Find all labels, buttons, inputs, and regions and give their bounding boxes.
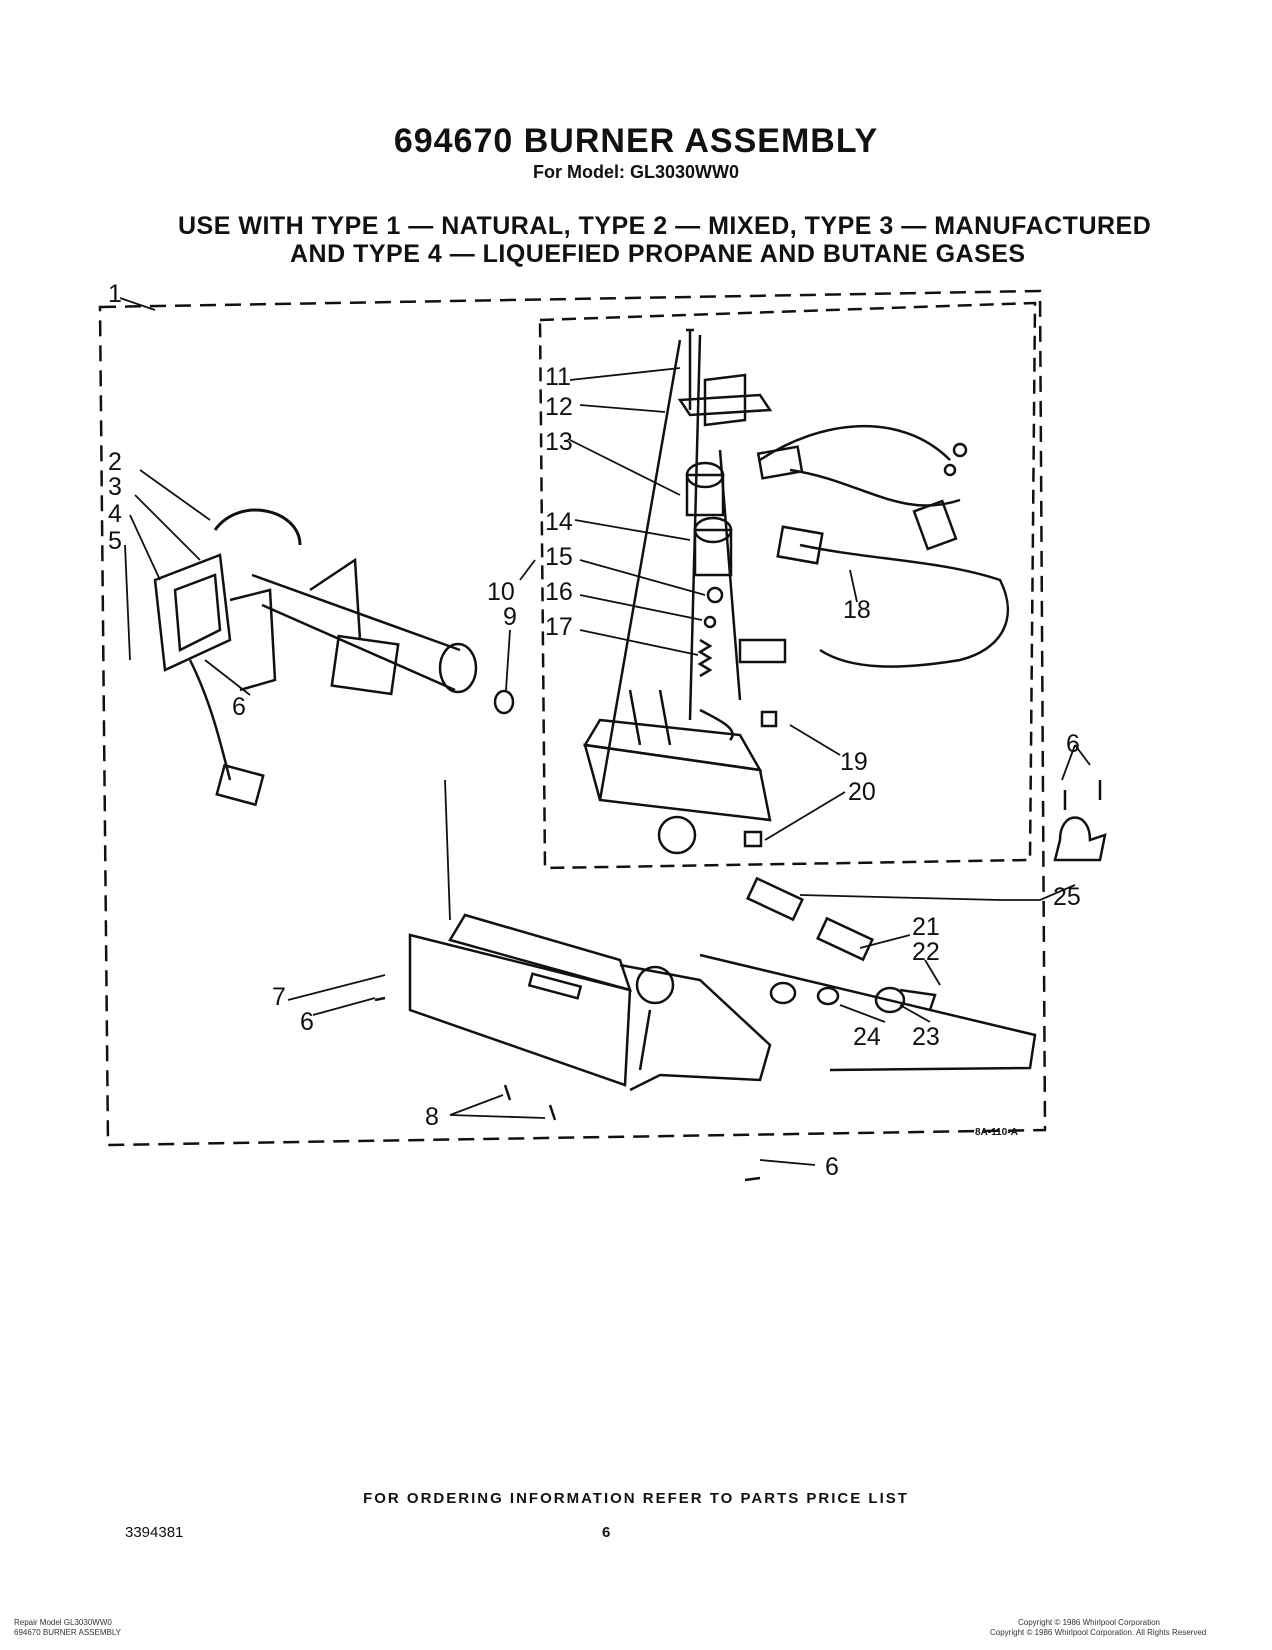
spring-17	[697, 638, 713, 678]
assembly-frame	[98, 289, 1047, 1147]
callout-16: 16	[545, 578, 573, 606]
diagram-code: 8A-110-A	[975, 1127, 1018, 1138]
callout-10: 10	[487, 578, 515, 606]
base-bracket	[408, 913, 772, 1092]
burner-tube	[213, 508, 478, 696]
footer-left-line-1: Repair Model GL3030WW0	[14, 1618, 112, 1627]
ordering-note: FOR ORDERING INFORMATION REFER TO PARTS …	[363, 1490, 909, 1507]
callout-4: 4	[108, 500, 122, 528]
callout-7: 7	[272, 983, 286, 1011]
igniter-bracket	[153, 553, 277, 807]
callout-13: 13	[545, 428, 573, 456]
callout-6-b: 6	[300, 1008, 314, 1036]
part-19	[760, 710, 778, 728]
page-number: 6	[602, 1524, 611, 1541]
callout-14: 14	[545, 508, 573, 536]
callout-2: 2	[108, 448, 122, 476]
callout-18: 18	[843, 596, 871, 624]
page-title: 694670 BURNER ASSEMBLY	[393, 122, 879, 160]
callout-3: 3	[108, 473, 122, 501]
footer-right-line-1: Copyright © 1986 Whirlpool Corporation	[1018, 1618, 1160, 1627]
callout-23: 23	[912, 1023, 940, 1051]
gas-valve	[582, 689, 772, 855]
valve-coils	[598, 334, 773, 801]
part-16	[703, 615, 717, 629]
footer-left-line-2: 694670 BURNER ASSEMBLY	[14, 1628, 122, 1637]
callout-labels: 1 2 3 4 5 6 7 6 8 9 10 11 12 13 14 15 16…	[108, 280, 1081, 1181]
callout-19: 19	[840, 748, 868, 776]
callout-8: 8	[425, 1103, 439, 1131]
leader-lines	[119, 297, 1091, 1166]
document-number: 3394381	[125, 1524, 184, 1541]
pipe-fittings	[699, 876, 1037, 1072]
wire-harness	[738, 424, 1010, 668]
callout-12: 12	[545, 393, 573, 421]
usage-line-2: AND TYPE 4 — LIQUEFIED PROPANE AND BUTAN…	[290, 240, 1026, 268]
callout-20: 20	[848, 778, 876, 806]
callout-1: 1	[108, 280, 122, 308]
callout-9: 9	[503, 603, 517, 631]
part-15	[706, 586, 724, 604]
callout-15: 15	[545, 543, 573, 571]
callout-6-c: 6	[1066, 730, 1080, 758]
callout-24: 24	[853, 1023, 881, 1051]
screws	[374, 328, 761, 1182]
callout-22: 22	[912, 938, 940, 966]
part-9	[493, 689, 515, 715]
callout-21: 21	[912, 913, 940, 941]
footer-right-line-2: Copyright © 1986 Whirlpool Corporation. …	[990, 1628, 1207, 1637]
callout-11: 11	[545, 363, 571, 391]
callout-25: 25	[1053, 883, 1081, 911]
clamp-25	[1053, 780, 1107, 862]
callout-6-a: 6	[232, 693, 246, 721]
part-20	[743, 830, 763, 848]
valve-group-frame	[538, 301, 1037, 870]
callout-6-d: 6	[825, 1153, 839, 1181]
callout-17: 17	[545, 613, 573, 641]
usage-line-1: USE WITH TYPE 1 — NATURAL, TYPE 2 — MIXE…	[178, 212, 1152, 240]
callout-5: 5	[108, 527, 122, 555]
model-subtitle: For Model: GL3030WW0	[532, 162, 739, 182]
